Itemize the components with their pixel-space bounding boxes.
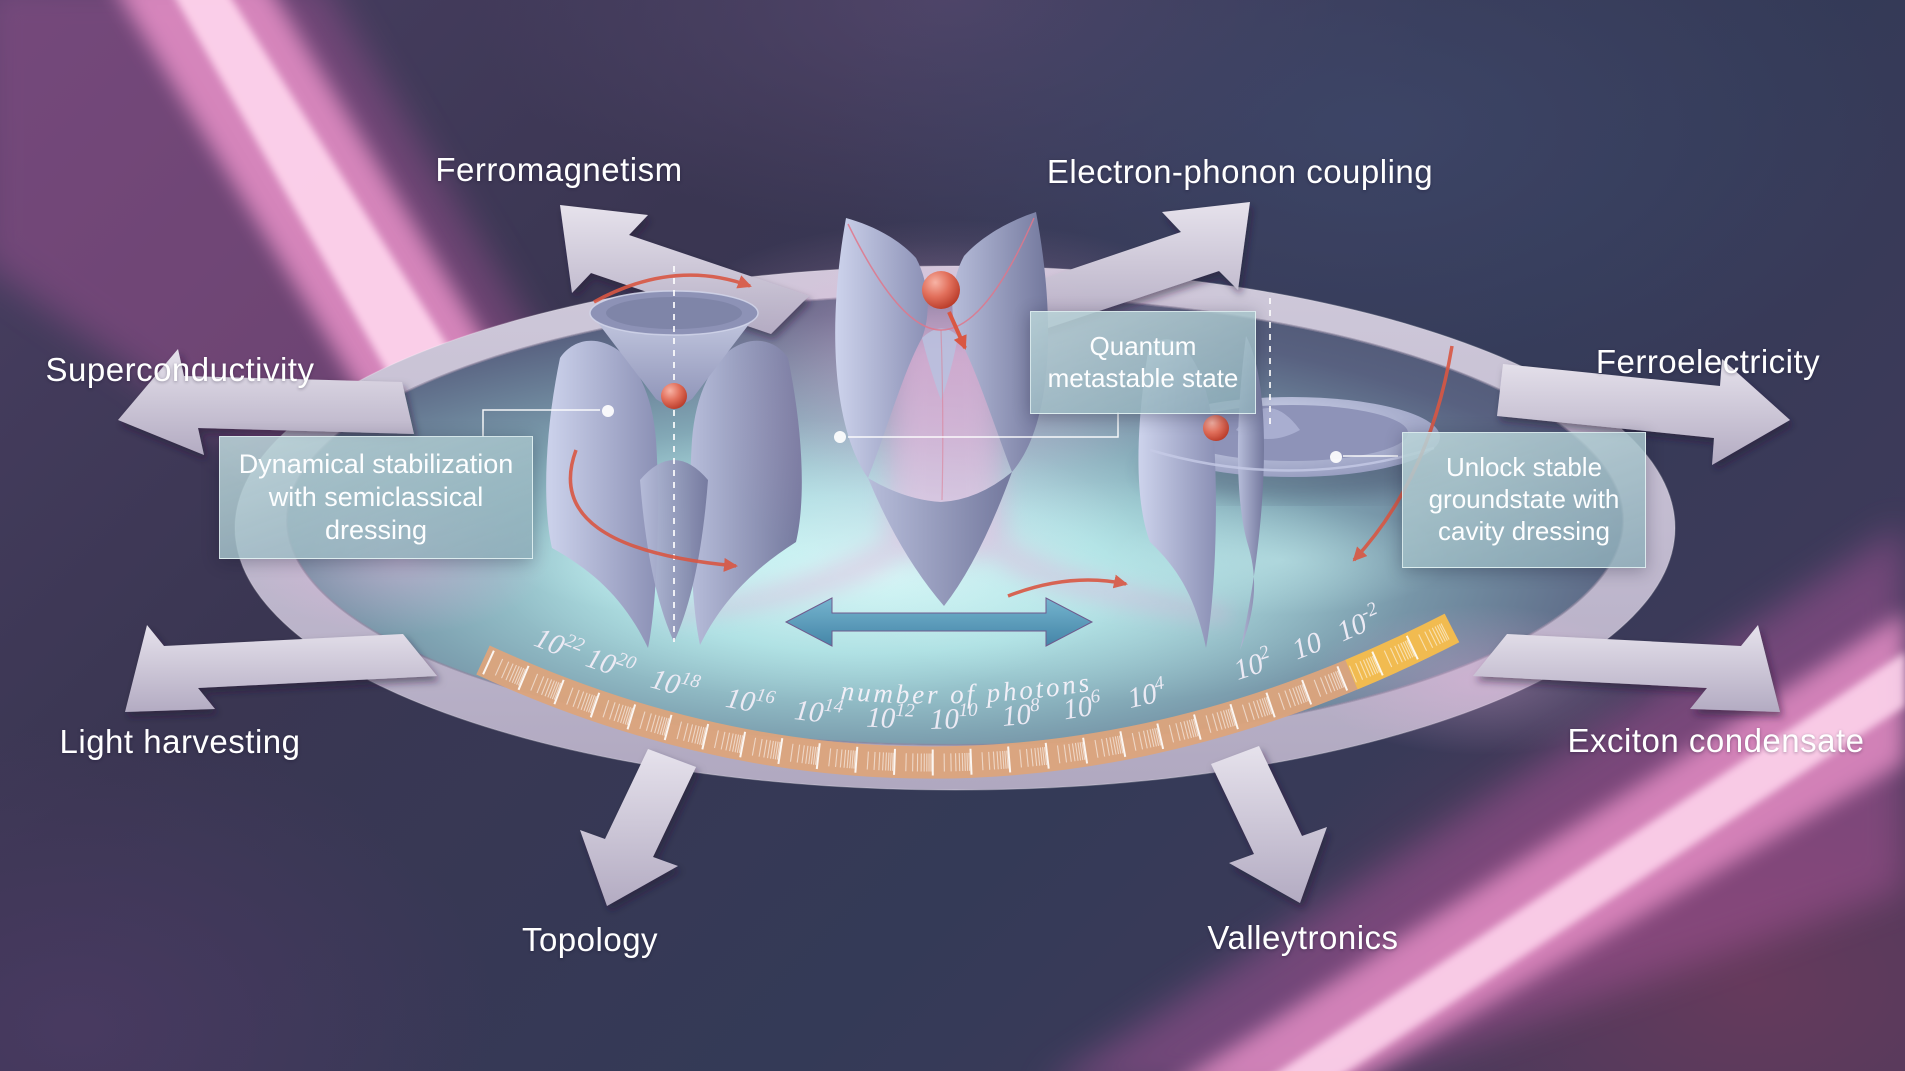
label-topology: Topology xyxy=(521,921,659,958)
arrow-superconductivity xyxy=(118,349,414,455)
callout-text: Quantum metastable state xyxy=(1047,330,1239,393)
label-exciton-condensate: Exciton condensate xyxy=(1567,722,1865,759)
particle-ball xyxy=(1203,415,1229,441)
photon-scale-label: 1016 xyxy=(723,679,777,723)
label-ferroelectricity: Ferroelectricity xyxy=(1595,343,1821,380)
rotation-arrow-icon xyxy=(1007,574,1128,598)
arrow-topology xyxy=(580,749,696,906)
photon-scale-label: 1018 xyxy=(647,660,703,707)
connector-dot xyxy=(602,405,614,417)
photon-scale-label: 1012 xyxy=(866,699,916,736)
connector-dot xyxy=(834,431,846,443)
label-electron-phonon: Electron-phonon coupling xyxy=(1046,153,1434,190)
photon-scale-ticks xyxy=(482,623,1450,776)
label-superconductivity: Superconductivity xyxy=(45,351,315,388)
label-ferromagnetism: Ferromagnetism xyxy=(435,151,683,188)
callout-text: Unlock stable groundstate with cavity dr… xyxy=(1428,452,1620,546)
photon-number-axis-arrow xyxy=(784,597,1094,647)
photon-scale-label: 1014 xyxy=(793,691,845,731)
rotation-arrow-icon xyxy=(568,449,738,572)
right-potential-group xyxy=(1007,298,1454,650)
arrow-valleytronics xyxy=(1211,746,1327,903)
arrow-ferroelectricity xyxy=(1497,359,1790,465)
connector-center xyxy=(848,412,1119,438)
arrow-exciton-condensate xyxy=(1473,625,1780,712)
callout-text: Dynamical stabilization with semiclassic… xyxy=(238,449,514,545)
callout-dynamical-stabilization: Dynamical stabilization with semiclassic… xyxy=(219,436,533,559)
label-valleytronics: Valleytronics xyxy=(1207,919,1399,956)
photon-scale-label: 1010 xyxy=(929,700,978,736)
particle-ball xyxy=(661,383,687,409)
label-light-harvesting: Light harvesting xyxy=(59,723,301,760)
photon-scale-label: 106 xyxy=(1060,686,1104,727)
callout-unlock-groundstate: Unlock stable groundstate with cavity dr… xyxy=(1402,432,1646,568)
photon-scale-label: 108 xyxy=(1000,694,1042,733)
callout-quantum-metastable: Quantum metastable state xyxy=(1030,311,1256,414)
arrow-light-harvesting xyxy=(125,625,437,712)
connector-left xyxy=(482,409,600,437)
callout-connectors xyxy=(482,405,1398,463)
particle-ball xyxy=(922,271,960,309)
connector-dot xyxy=(1330,451,1342,463)
rotation-arrow-icon xyxy=(593,273,752,304)
fall-arrow-icon xyxy=(947,311,967,350)
inverted-cone xyxy=(592,315,756,406)
